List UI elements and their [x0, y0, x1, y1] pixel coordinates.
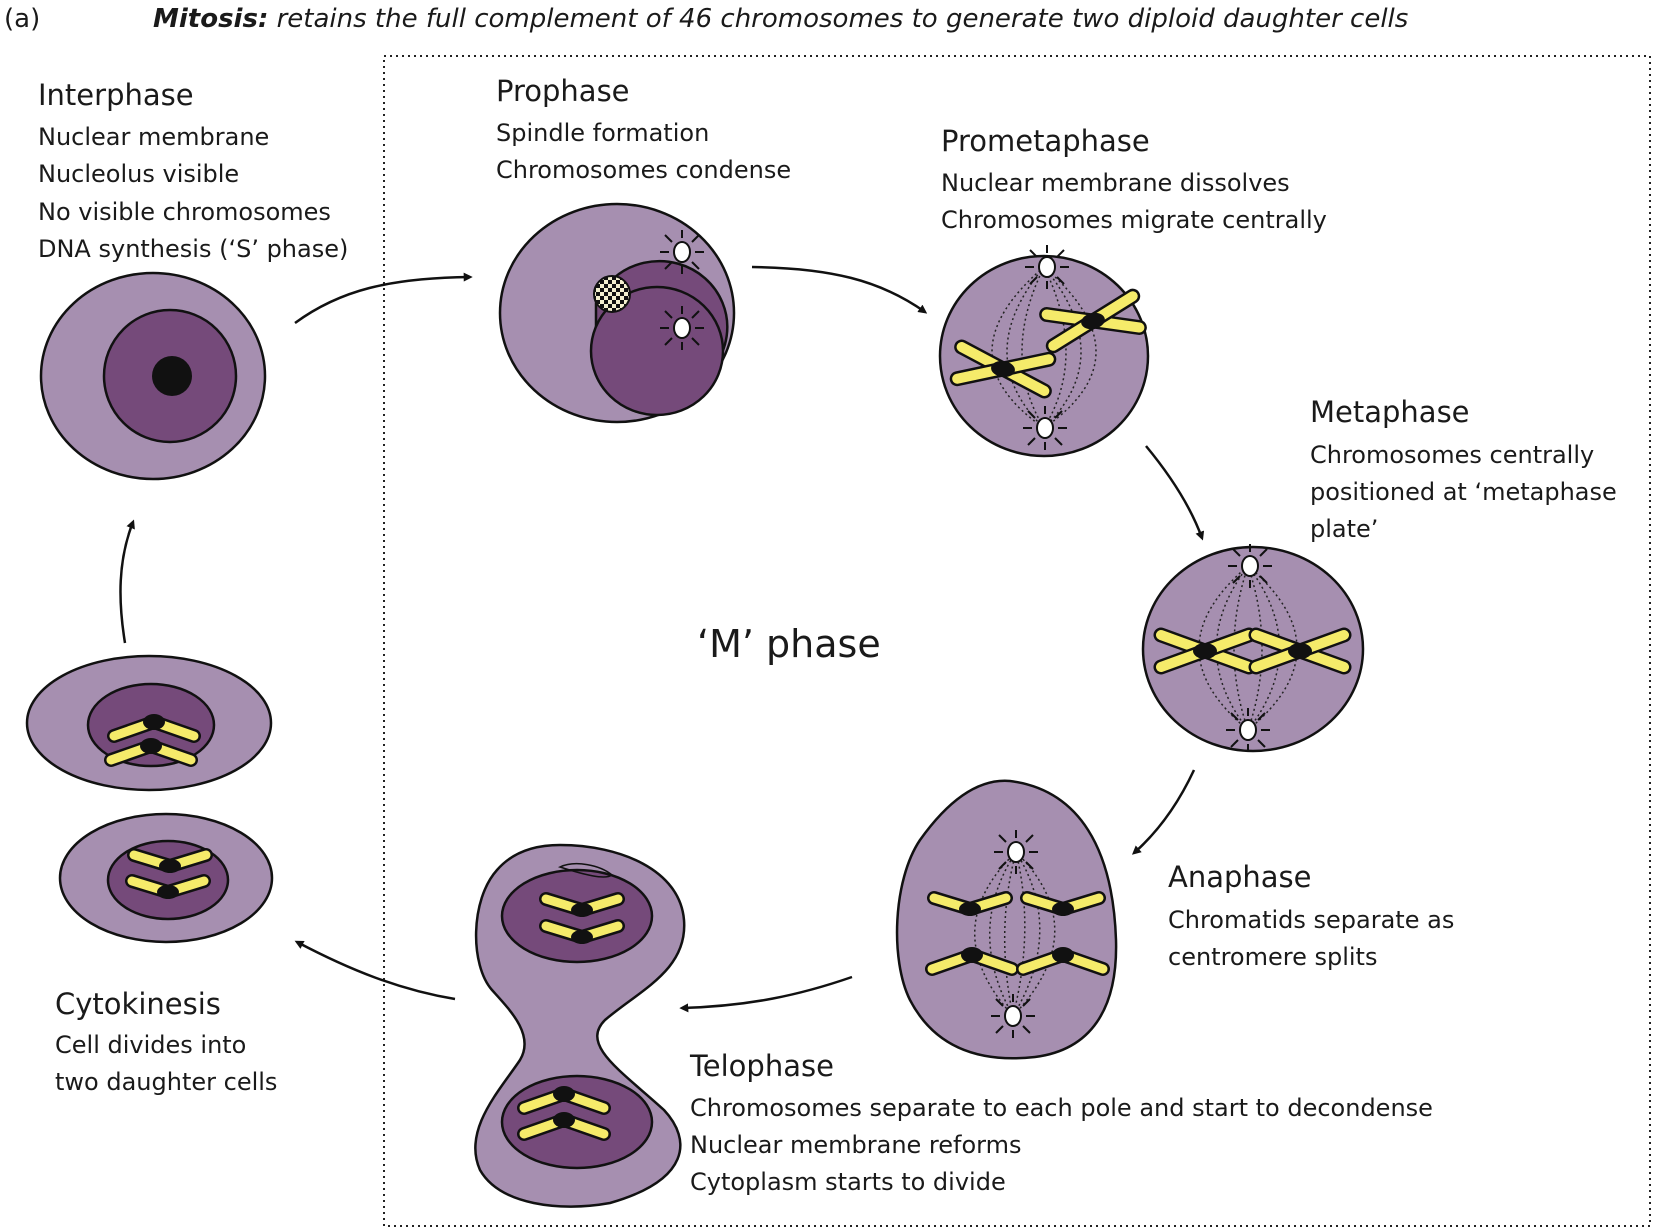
- telophase-line-2: Nuclear membrane reforms: [690, 1131, 1022, 1159]
- arrow-telophase-to-cytokinesis: [294, 940, 456, 1001]
- cytokinesis-heading: Cytokinesis: [55, 987, 221, 1021]
- daughter-cell-bottom: [58, 812, 274, 944]
- anaphase-line-1: Chromatids separate as: [1168, 906, 1455, 934]
- anaphase-cell: [895, 779, 1118, 1060]
- arrow-metaphase-to-anaphase: [1131, 769, 1196, 855]
- prophase-line-1: Spindle formation: [496, 119, 710, 147]
- metaphase-cell: [1141, 543, 1365, 753]
- arrow-interphase-to-prophase: [294, 272, 473, 325]
- interphase-heading: Interphase: [38, 78, 194, 112]
- interphase-line-2: Nucleolus visible: [38, 160, 240, 188]
- interphase-line-4: DNA synthesis (‘S’ phase): [38, 235, 349, 263]
- interphase-cell: [39, 271, 267, 481]
- arrow-cytokinesis-to-interphase: [119, 519, 135, 644]
- prophase-cell: [498, 202, 736, 424]
- prometaphase-line-2: Chromosomes migrate centrally: [941, 206, 1327, 234]
- arrow-prophase-to-prometaphase: [751, 265, 928, 314]
- prophase-heading: Prophase: [496, 74, 630, 108]
- m-phase-label: ‘M’ phase: [697, 622, 881, 666]
- prometaphase-heading: Prometaphase: [941, 124, 1150, 158]
- telophase-heading: Telophase: [690, 1049, 834, 1083]
- metaphase-line-3: plate’: [1310, 515, 1379, 543]
- cytokinesis-line-2: two daughter cells: [55, 1068, 278, 1096]
- interphase-line-1: Nuclear membrane: [38, 123, 270, 151]
- figure-title-bold: Mitosis:: [153, 4, 269, 34]
- arrow-anaphase-to-telophase: [679, 975, 853, 1013]
- anaphase-heading: Anaphase: [1168, 860, 1312, 894]
- prophase-line-2: Chromosomes condense: [496, 156, 792, 184]
- anaphase-line-2: centromere splits: [1168, 943, 1378, 971]
- daughter-cell-top: [25, 654, 273, 792]
- telophase-line-1: Chromosomes separate to each pole and st…: [690, 1094, 1433, 1122]
- interphase-line-3: No visible chromosomes: [38, 198, 331, 226]
- metaphase-line-1: Chromosomes centrally: [1310, 441, 1595, 469]
- telophase-cell: [474, 843, 686, 1208]
- metaphase-line-2: positioned at ‘metaphase: [1310, 478, 1617, 506]
- panel-letter: (a): [4, 4, 41, 34]
- prometaphase-line-1: Nuclear membrane dissolves: [941, 169, 1290, 197]
- arrow-prometaphase-to-metaphase: [1145, 445, 1205, 541]
- figure-title: Mitosis: retains the full complement of …: [153, 4, 1408, 34]
- telophase-line-3: Cytoplasm starts to divide: [690, 1168, 1006, 1196]
- prometaphase-cell: [938, 244, 1150, 458]
- cytokinesis-line-1: Cell divides into: [55, 1031, 247, 1059]
- metaphase-heading: Metaphase: [1310, 395, 1470, 429]
- figure-title-rest: retains the full complement of 46 chromo…: [268, 4, 1409, 34]
